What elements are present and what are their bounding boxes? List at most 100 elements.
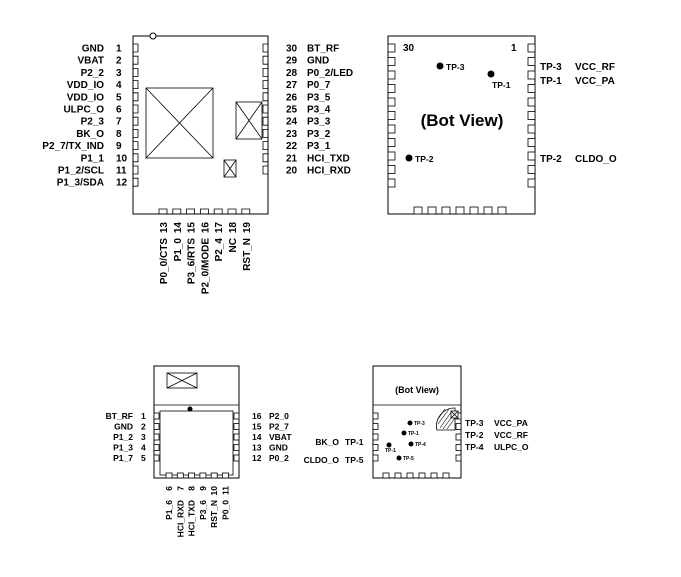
tp1-dot <box>487 70 495 78</box>
pin-label: P3_6/RTS <box>187 238 198 284</box>
tp4-right-label: TP-4 <box>465 442 484 452</box>
tp4-small: TP-4 <box>415 442 426 448</box>
pin-label: P3_6 <box>198 500 208 520</box>
bot-view-title: (Bot View) <box>421 111 504 130</box>
pin-number: 5 <box>116 92 122 103</box>
pin-number: 12 <box>116 178 128 189</box>
pin-label: P3_3 <box>307 117 331 128</box>
pin-label: HCI_TXD <box>187 500 197 536</box>
pin-label: RST_N <box>209 500 219 528</box>
pin-label: GND <box>269 443 288 453</box>
pin-label: P3_4 <box>307 105 331 116</box>
pin-label: HCI_TXD <box>307 153 350 164</box>
pin-label: P0_0 <box>221 500 231 520</box>
pin-label: P3_2 <box>307 129 331 140</box>
pin-number: 30 <box>286 44 298 55</box>
pin-number: 9 <box>116 141 122 152</box>
pin-label: BT_RF <box>106 411 133 421</box>
pin-label: HCI_RXD <box>175 500 185 537</box>
pin-number: 19 <box>242 222 253 234</box>
pin-number: 24 <box>286 117 298 128</box>
pin-label: P2_2 <box>81 68 105 79</box>
pin-label: P1_7 <box>113 453 133 463</box>
pin-number: 1 <box>116 44 122 55</box>
tp2-label: TP-2 <box>415 154 434 164</box>
pin-number: 14 <box>173 222 184 234</box>
pin-number: 26 <box>286 92 298 103</box>
pin-label: P1_3 <box>113 443 133 453</box>
pin-label: P0_7 <box>307 80 331 91</box>
module-b-pin1-marker <box>187 406 193 412</box>
module-b-bottom-view: (Bot View) TP-3 TP-1 TP-4 TP-1 TP-5 BK_O… <box>304 365 529 479</box>
pin-number: 15 <box>252 422 262 432</box>
component-medium <box>235 101 263 140</box>
tp3-right-label: TP-3 <box>465 418 484 428</box>
corner-pin-30: 30 <box>403 43 415 54</box>
tp2-right-label: TP-2 <box>465 430 484 440</box>
pin-label: BK_O <box>76 129 104 140</box>
pin-label: P2_0/MODE <box>200 238 211 294</box>
pin-label: P3_1 <box>307 141 331 152</box>
pin-number: 5 <box>141 453 146 463</box>
pin-label: P2_4 <box>214 238 225 262</box>
module-a-body <box>132 35 269 215</box>
pin-number: 12 <box>252 453 262 463</box>
tp3-label: TP-3 <box>446 62 465 72</box>
pin-label: ULPC_O <box>63 105 104 116</box>
pin-number: 4 <box>141 443 146 453</box>
pin-number: 11 <box>116 166 127 177</box>
module-b-body <box>153 365 240 479</box>
pin-number: 7 <box>175 486 185 491</box>
pin-label: VDD_IO <box>67 92 104 103</box>
pin-number: 16 <box>252 411 262 421</box>
pin-label: P0_0/CTS <box>159 238 170 284</box>
tp3-dot <box>436 62 444 70</box>
tp3-small: TP-3 <box>414 421 425 427</box>
pin-label: P1_1 <box>81 153 105 164</box>
module-b-shield <box>159 410 234 476</box>
bk-o-label: BK_O <box>315 437 339 447</box>
pin-label: P2_7/TX_IND <box>42 141 104 152</box>
pin-label: P1_0 <box>173 238 184 262</box>
pin-label: VBAT <box>78 56 104 67</box>
ulpc-o-right-label: ULPC_O <box>494 442 529 452</box>
tp3-pad-label: TP-3 <box>540 62 562 73</box>
pin-number: 16 <box>200 222 211 234</box>
pin-label: NC <box>228 238 239 252</box>
pin-number: 2 <box>116 56 122 67</box>
vcc-pa-label: VCC_PA <box>575 76 615 87</box>
pin-number: 23 <box>286 129 298 140</box>
pin-label: P1_2 <box>113 432 133 442</box>
bot-view-title-b: (Bot View) <box>395 385 439 395</box>
pin-number: 13 <box>252 443 262 453</box>
pin-number: 20 <box>286 166 298 177</box>
pin-label: P1_2/SCL <box>58 166 104 177</box>
pin-label: VBAT <box>269 432 292 442</box>
pin-number: 22 <box>286 141 298 152</box>
tp5-left-label: TP-5 <box>345 455 364 465</box>
tp2-pad-label: TP-2 <box>540 154 562 165</box>
pin-number: 18 <box>228 222 239 234</box>
vcc-pa-right-label: VCC_PA <box>494 418 528 428</box>
module-a-bottom-view: (Bot View) 30 1 TP-3 TP-1 TP-2 TP-3 VCC_… <box>387 35 617 215</box>
pin-number: 8 <box>116 129 122 140</box>
pin-number: 7 <box>116 117 122 128</box>
pin-label: BT_RF <box>307 44 339 55</box>
tp1b-small: TP-1 <box>385 448 396 454</box>
tp1-label: TP-1 <box>492 80 511 90</box>
tp1-left-label: TP-1 <box>345 437 364 447</box>
pin-label: GND <box>114 422 133 432</box>
corner-pin-1: 1 <box>511 43 517 54</box>
pin-number: 29 <box>286 56 298 67</box>
shield-can-large <box>145 87 214 159</box>
pin-number: 1 <box>141 411 146 421</box>
pin-number: 8 <box>187 486 197 491</box>
pin-label: RST_N <box>242 238 253 271</box>
pin-number: 3 <box>141 432 146 442</box>
pin-number: 27 <box>286 80 298 91</box>
pin-number: 2 <box>141 422 146 432</box>
pin-number: 3 <box>116 68 122 79</box>
vcc-rf-right-label: VCC_RF <box>494 430 528 440</box>
